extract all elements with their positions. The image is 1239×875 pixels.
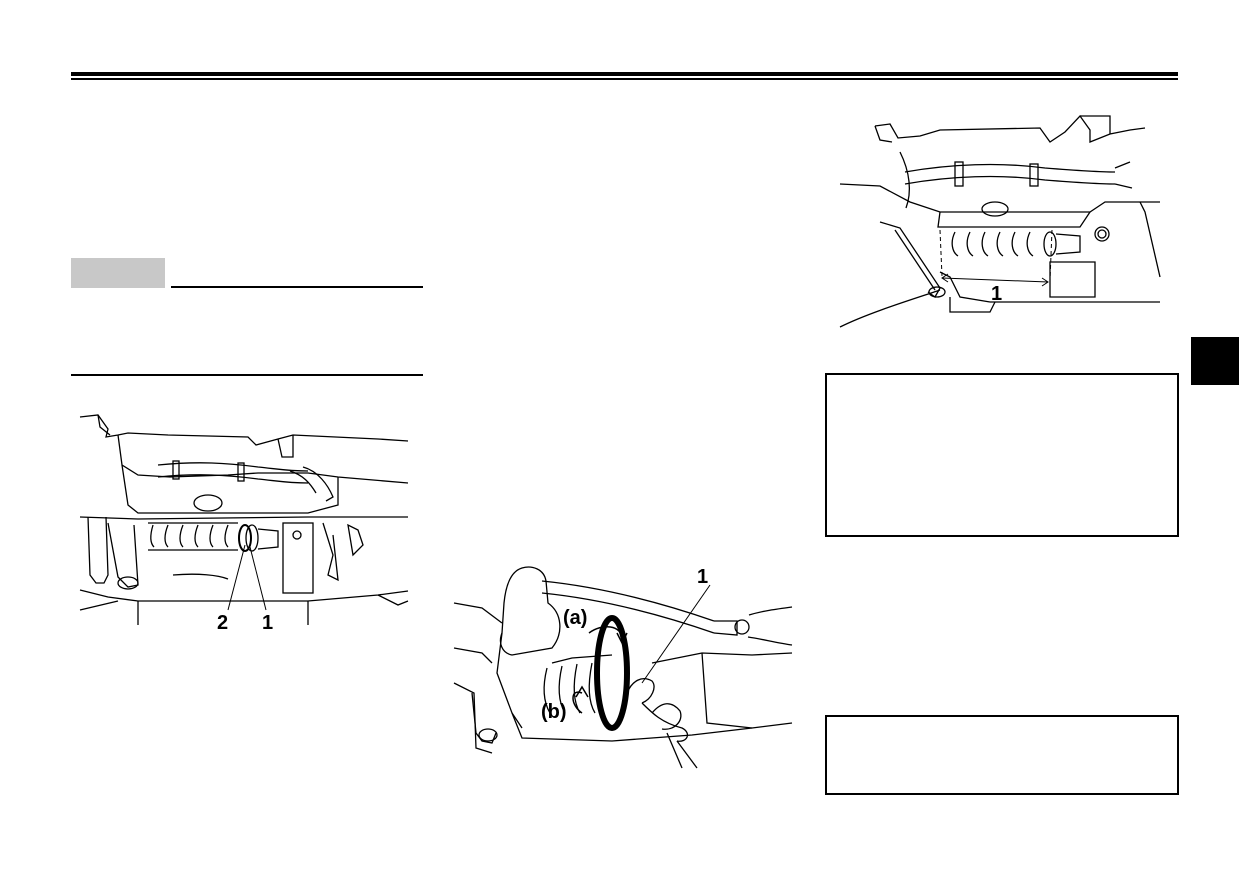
note-top-rule: [171, 286, 423, 288]
figure-center-adjust-illustration: [453, 566, 793, 769]
figure-left-callout-2: 2: [217, 612, 229, 634]
spec-box-upper: [825, 373, 1179, 537]
note-label-block: [71, 258, 165, 288]
spec-box-lower: [825, 715, 1179, 795]
note-bottom-rule: [71, 374, 423, 376]
figure-right-callout-1: 1: [991, 283, 1003, 305]
figure-right-measure-illustration: [839, 114, 1161, 328]
header-rule-thin: [71, 78, 1178, 80]
figure-left-callout-1: 1: [262, 612, 274, 634]
figure-center-callout-a: (a): [563, 607, 588, 629]
chapter-side-tab: [1191, 337, 1239, 385]
figure-center-callout-1: 1: [697, 566, 709, 588]
figure-center-callout-b: (b): [541, 701, 567, 723]
figure-left-shock-illustration: [79, 414, 409, 625]
header-rule-thick: [71, 72, 1178, 76]
